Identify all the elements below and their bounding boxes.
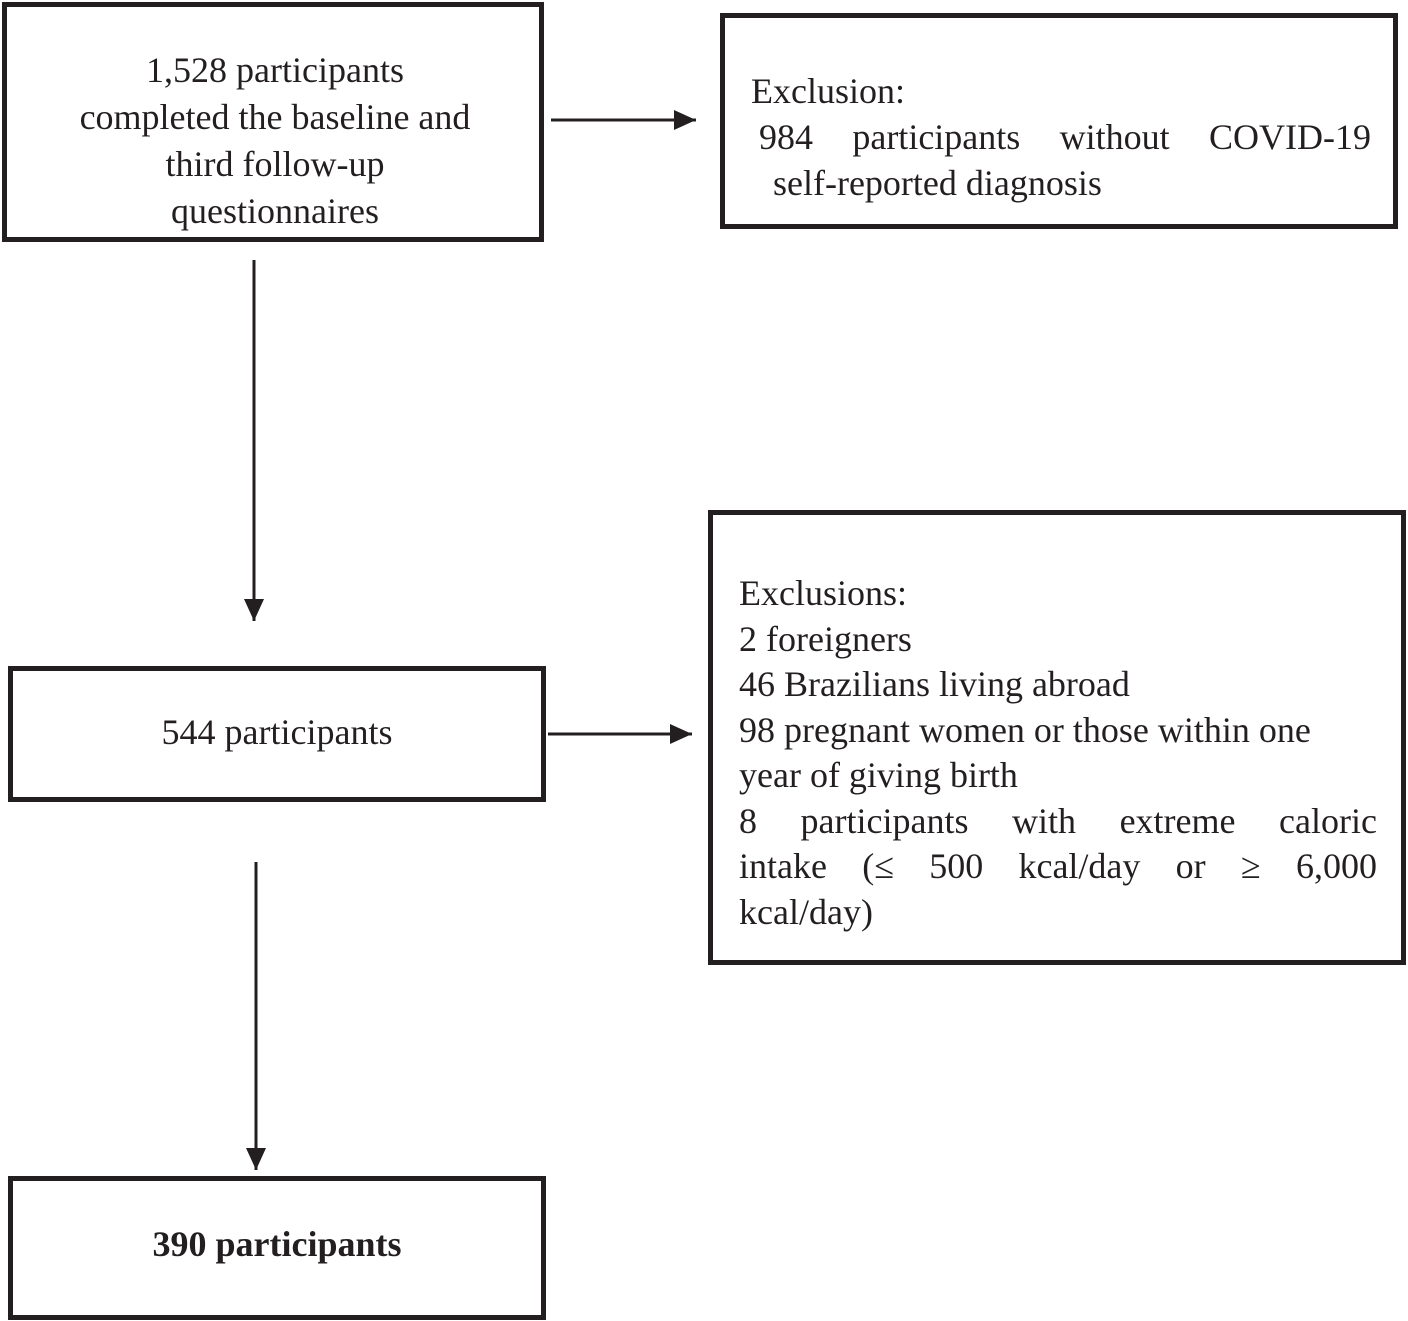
exclusion-2-content: Exclusions: 2 foreigners 46 Brazilians l… — [739, 571, 1377, 935]
exclusion-2-word: 6,000 — [1295, 846, 1377, 886]
exclusion-box-2: Exclusions: 2 foreigners 46 Brazilians l… — [708, 510, 1406, 965]
exclusion-2-word: extreme — [1119, 800, 1236, 841]
middle-label: 544 participants — [161, 712, 393, 752]
exclusion-2-word: 500 — [929, 846, 984, 886]
final-box: 390 participants — [8, 1176, 546, 1320]
exclusion-1-word: COVID-19 — [1209, 117, 1371, 157]
exclusion-2-item-4-line-2: intake (≤ 500 kcal/day or ≥ 6,000 — [739, 844, 1377, 890]
start-box: 1,528 participants completed the baselin… — [2, 2, 544, 242]
exclusion-1-word: participants — [852, 117, 1021, 157]
exclusion-2-word: ≥ — [1240, 846, 1261, 886]
exclusion-2-word: or — [1175, 846, 1206, 886]
exclusion-2-word: caloric — [1279, 800, 1377, 841]
exclusion-2-item-3-line-1: 98 pregnant women or those within one — [739, 709, 1311, 750]
exclusion-2-word: with — [1012, 800, 1077, 841]
exclusion-1-line-2: self-reported diagnosis — [773, 163, 1102, 203]
exclusion-2-heading: Exclusions: — [739, 573, 907, 613]
exclusion-2-item-1: 2 foreigners — [739, 618, 912, 659]
exclusion-2-word: 8 — [739, 800, 757, 841]
exclusion-2-word: kcal/day — [1018, 846, 1141, 886]
exclusion-2-item-2: 46 Brazilians living abroad — [739, 664, 1130, 704]
start-line-4: questionnaires — [171, 191, 379, 231]
exclusion-2-word: participants — [800, 800, 969, 841]
exclusion-1-heading: Exclusion: — [751, 71, 905, 111]
exclusion-2-item-4-line-3: kcal/day) — [739, 891, 873, 932]
exclusion-1-line-1: 984 participants without COVID-19 — [759, 114, 1371, 161]
start-line-2: completed the baseline and — [79, 97, 471, 137]
exclusion-2-word: intake — [739, 846, 827, 886]
final-label: 390 participants — [152, 1224, 402, 1264]
exclusion-box-1: Exclusion: 984 participants without COVI… — [720, 13, 1398, 229]
exclusion-2-word: (≤ — [862, 846, 894, 886]
exclusion-2-item-4-line-1: 8 participants with extreme caloric — [739, 799, 1377, 845]
exclusion-1-word: 984 — [759, 117, 813, 157]
start-line-1: 1,528 participants — [146, 50, 404, 90]
exclusion-1-word: without — [1059, 117, 1170, 157]
exclusion-2-item-3-line-2: year of giving birth — [739, 755, 1018, 795]
middle-box: 544 participants — [8, 666, 546, 802]
start-line-3: third follow-up — [165, 144, 385, 184]
